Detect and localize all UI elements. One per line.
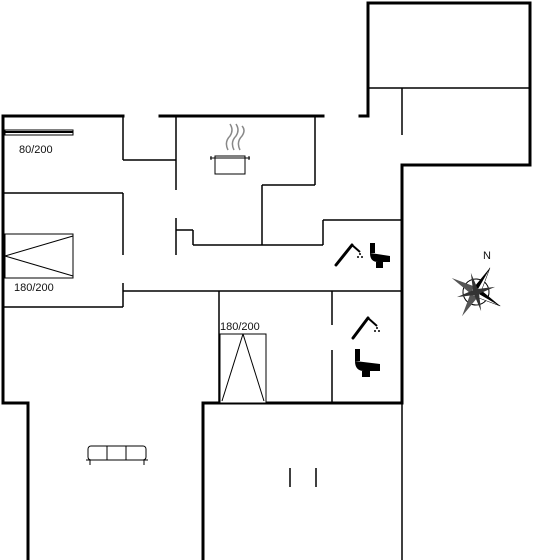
bed-label: 180/200 [220,321,260,333]
shower-icon [334,243,363,267]
sofa-icon [86,445,148,465]
bed-single: 80/200 [4,129,74,156]
bed-label: 180/200 [14,282,54,294]
toilet-icon [355,349,380,377]
terrace-marks [289,468,317,487]
shower-icon [351,316,380,340]
kitchen-stove-icon [210,123,250,175]
bed-label: 80/200 [19,144,53,156]
bed-double-right: 180/200 [219,321,267,404]
compass-rose-icon [451,267,501,317]
toilet-icon [370,243,390,268]
interior-walls [3,87,530,560]
bed-double-left: 180/200 [4,233,74,294]
compass-north-label: N [483,250,491,262]
